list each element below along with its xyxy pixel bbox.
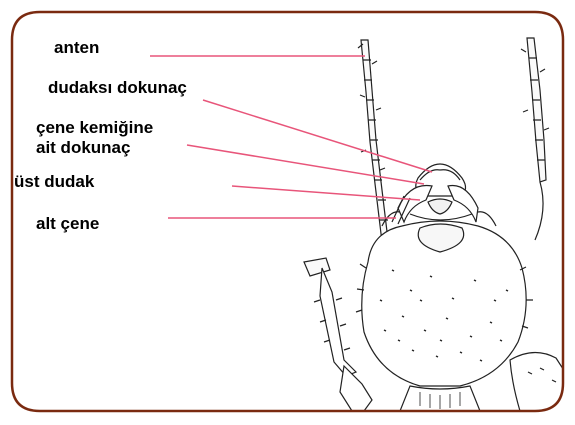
label-maxillary-palp-line2: ait dokunaç — [36, 138, 130, 158]
label-antenna: anten — [54, 38, 99, 58]
label-maxilla: alt çene — [36, 214, 99, 234]
right-antenna — [521, 38, 549, 182]
left-leg — [304, 258, 372, 411]
left-antenna — [358, 40, 388, 242]
leader-lines — [150, 56, 432, 218]
label-labrum: üst dudak — [14, 172, 94, 192]
head-capsule — [356, 221, 533, 386]
label-labial-palp: dudaksı dokunaç — [48, 78, 187, 98]
leader-line-labrum — [232, 186, 420, 200]
leader-line-maxillary-palp — [187, 145, 424, 184]
leader-line-labial-palp — [203, 100, 432, 172]
insect-drawing — [304, 38, 565, 411]
label-maxillary-palp-line1: çene kemiğine — [36, 118, 153, 138]
mouthparts — [382, 164, 496, 226]
